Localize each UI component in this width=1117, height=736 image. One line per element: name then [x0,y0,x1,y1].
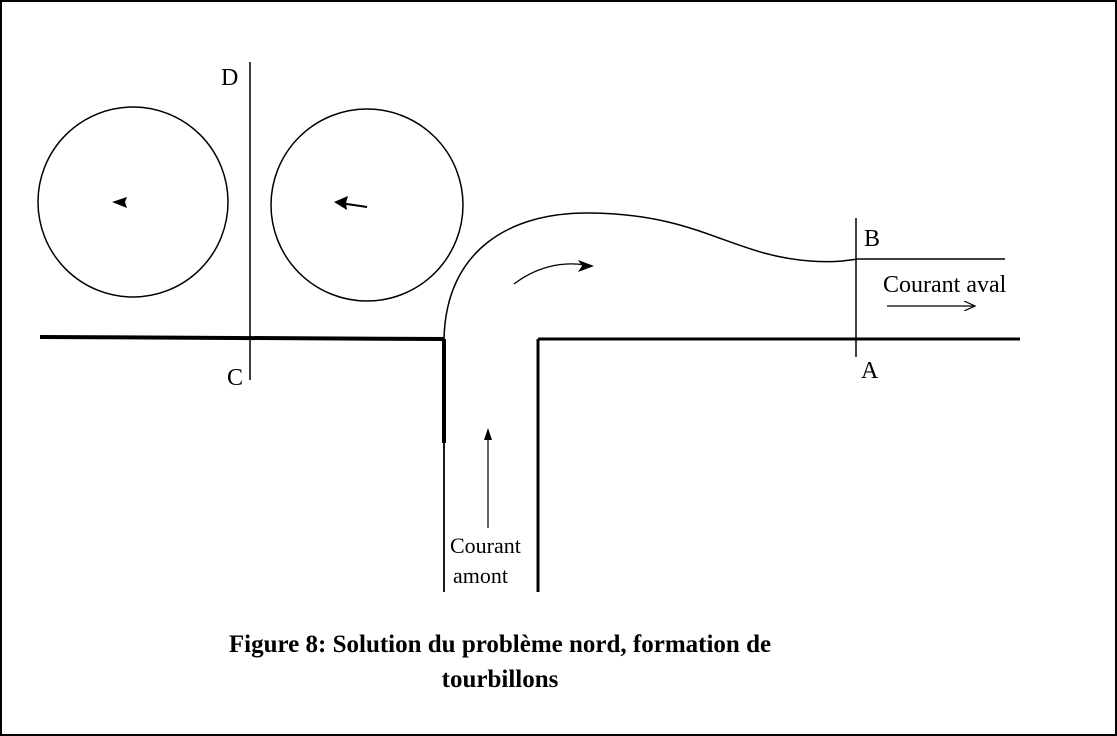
figure-caption-line1: Figure 8: Solution du problème nord, for… [228,631,772,658]
label-d: D [221,65,238,91]
curved-flow-arrow-head [578,260,594,272]
left-vortex-circle [37,106,229,298]
label-upstream-current-line1: Courant [450,533,521,558]
right-vortex-arrow-head [334,196,348,210]
label-b: B [864,226,880,252]
label-a: A [861,358,879,384]
left-bank-line [39,335,445,341]
label-c: C [227,365,243,391]
left-vortex-arrow [112,197,127,208]
right-vortex-circle [270,108,464,302]
upstream-arrow-head [484,428,492,440]
separation-streamline [443,212,1005,340]
label-downstream-current: Courant aval [883,272,1007,298]
label-upstream-current-line2: amont [453,563,508,588]
figure-caption-line2: tourbillons [441,666,559,693]
curved-flow-arrow [513,263,586,285]
